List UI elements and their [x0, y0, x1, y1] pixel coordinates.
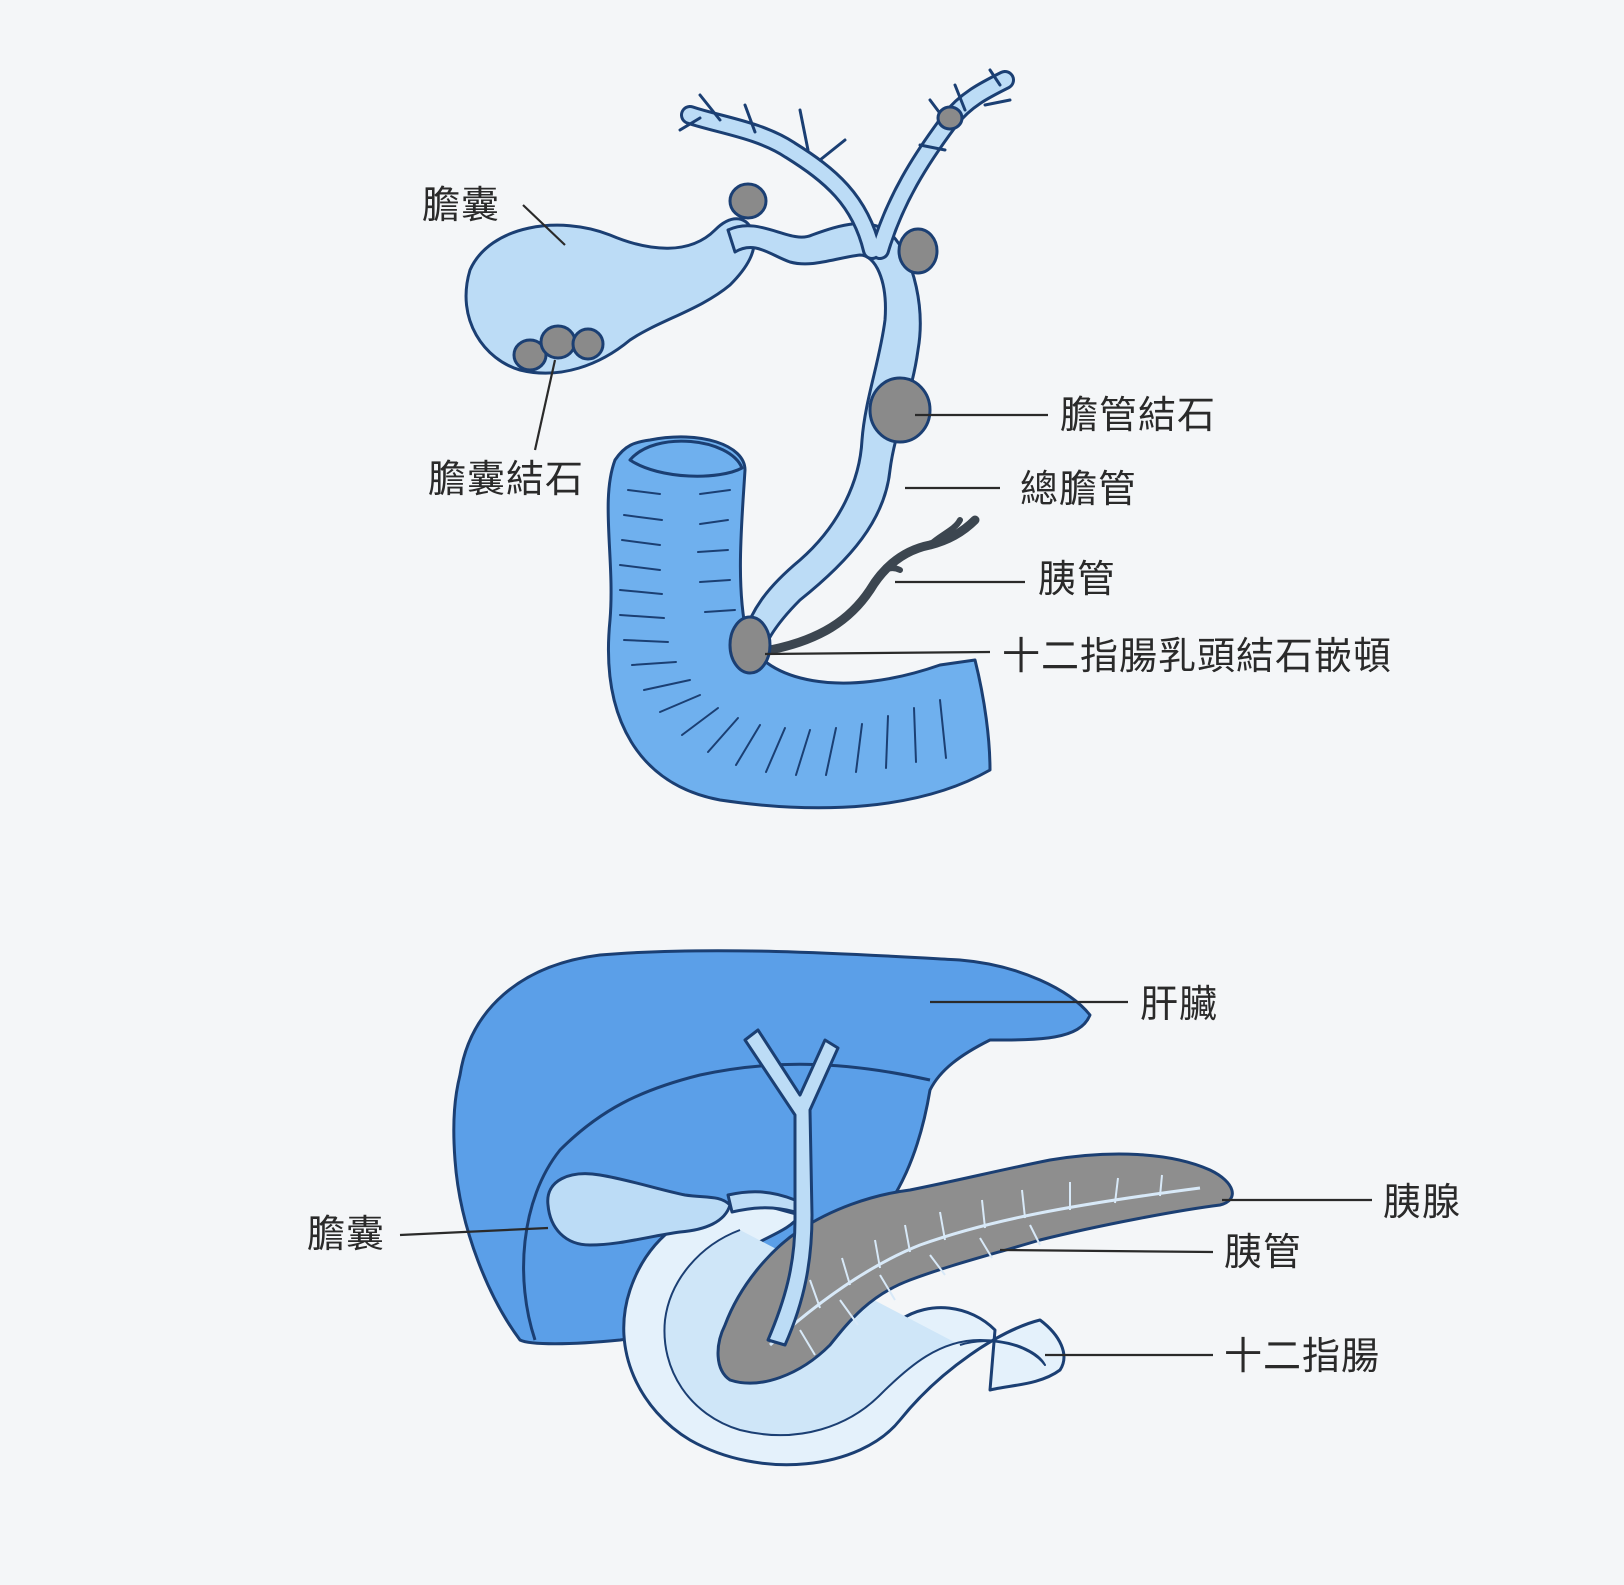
duodenum-folds — [619, 489, 947, 776]
liver — [452, 949, 1092, 1346]
top-leader-lines — [522, 204, 1048, 656]
hepatic-duct-tree-fill — [683, 73, 1012, 257]
label-duodenum: 十二指腸 — [1224, 1334, 1381, 1378]
bottom-leader-lines — [399, 1000, 1372, 1357]
label-pancreatic-duct-top: 胰管 — [1038, 557, 1117, 601]
duodenum-opening — [628, 439, 744, 478]
label-bile-duct-stone: 膽管結石 — [1060, 393, 1217, 437]
top-diagram — [464, 68, 1015, 810]
gallbladder-stones — [512, 324, 605, 372]
label-gallbladder-top: 膽囊 — [422, 183, 501, 227]
label-liver: 肝臟 — [1140, 982, 1219, 1026]
label-pancreas: 胰腺 — [1383, 1180, 1462, 1224]
papilla-stone — [728, 615, 772, 675]
label-gallbladder-stones: 膽囊結石 — [428, 457, 585, 501]
pancreatic-duct-branch — [869, 517, 963, 588]
hepatic-duct-stone-1 — [897, 227, 939, 275]
bile-duct-bottom — [743, 1028, 840, 1347]
duodenum-top — [606, 435, 992, 810]
label-pancreatic-duct-bottom: 胰管 — [1224, 1230, 1303, 1274]
cystic-duct-bottom — [726, 1190, 797, 1214]
bile-duct-stone — [868, 376, 932, 444]
pancreas — [716, 1152, 1234, 1385]
bottom-diagram — [452, 949, 1234, 1467]
label-papilla-stone: 十二指腸乳頭結石嵌頓 — [1002, 634, 1393, 678]
cystic-duct-stone — [728, 182, 768, 220]
pancreatic-duct-twigs — [799, 1174, 1163, 1356]
label-common-bile-duct: 總膽管 — [1020, 467, 1138, 511]
hepatic-duct-stone-2 — [936, 105, 964, 131]
pancreatic-duct-bottom — [768, 1186, 1201, 1347]
hepatic-twigs — [678, 68, 1012, 162]
label-gallbladder-bottom: 膽囊 — [307, 1212, 386, 1256]
gallbladder-top — [464, 217, 756, 375]
